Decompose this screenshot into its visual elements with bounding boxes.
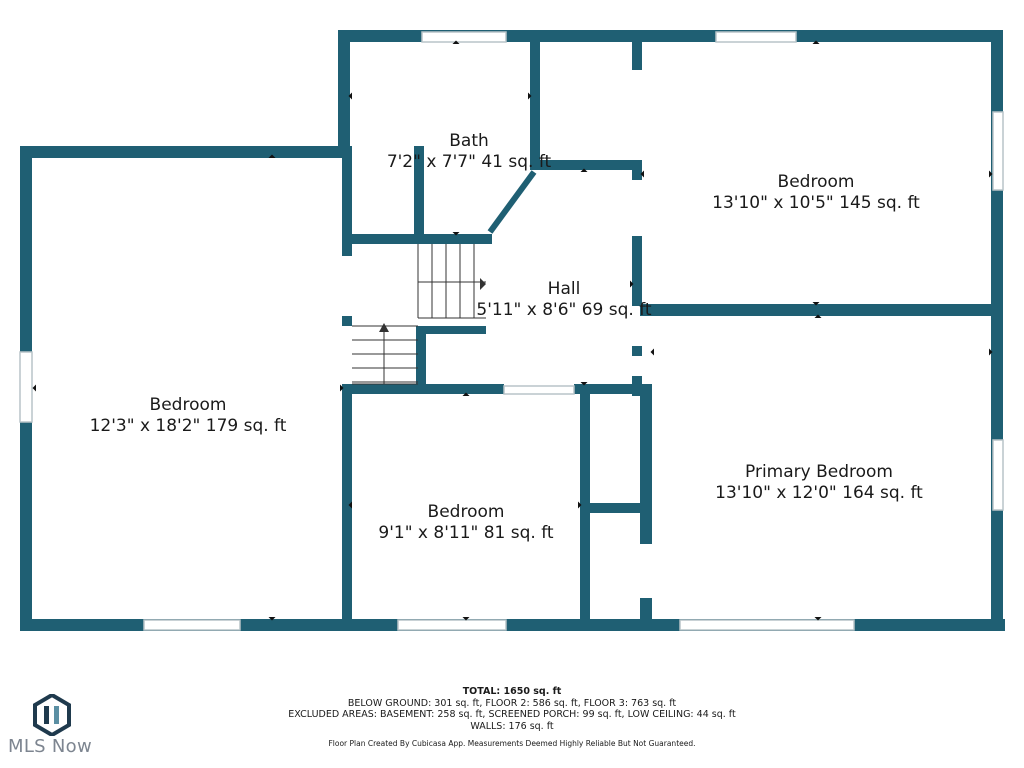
logo-text: MLS Now — [8, 736, 93, 757]
wall-segment — [342, 316, 352, 326]
dimension-marker — [580, 168, 588, 172]
room-name: Bedroom — [428, 502, 505, 522]
wall-segment — [632, 160, 642, 180]
dimension-marker — [580, 382, 588, 386]
dimension-marker — [348, 501, 352, 509]
room-label-bedroom-ne: Bedroom 13'10" x 10'5" 145 sq. ft — [712, 172, 920, 213]
mls-now-logo-icon — [33, 694, 71, 736]
windows — [19, 31, 1004, 631]
wall-segment — [342, 234, 492, 244]
wall-segment — [20, 146, 350, 158]
dimension-marker — [630, 280, 634, 288]
room-name: Hall — [548, 279, 581, 299]
wall-segment — [580, 386, 590, 462]
wall-segment — [632, 236, 642, 306]
dimension-marker — [268, 617, 276, 621]
window — [143, 619, 241, 631]
floor-plan: Bath 7'2" x 7'7" 41 sq. ft Bedroom 13'10… — [19, 30, 1005, 631]
wall-segment — [530, 40, 540, 170]
dimension-marker — [812, 302, 820, 306]
room-name: Bedroom — [778, 172, 855, 192]
dimension-marker — [32, 384, 36, 392]
dimension-marker — [340, 384, 344, 392]
wall-segment — [574, 384, 642, 394]
wall-area: WALLS: 176 sq. ft — [470, 720, 554, 732]
dimension-marker — [462, 392, 470, 396]
window — [715, 31, 797, 43]
dimension-marker — [650, 348, 654, 356]
wall-segment — [416, 326, 426, 390]
room-dimensions: 5'11" x 8'6" 69 sq. ft — [476, 300, 652, 320]
room-dimensions: 13'10" x 12'0" 164 sq. ft — [715, 483, 923, 503]
room-label-bedroom-s: Bedroom 9'1" x 8'11" 81 sq. ft — [378, 502, 554, 543]
wall-segment — [338, 30, 350, 156]
window — [992, 439, 1004, 511]
bath-door-wall — [487, 170, 537, 234]
dimension-marker — [452, 232, 460, 236]
dimension-marker — [578, 501, 582, 509]
dimension-marker — [462, 617, 470, 621]
dimension-marker — [528, 92, 532, 100]
dimension-marker — [814, 617, 822, 621]
wall-segment — [640, 598, 652, 628]
staircase — [352, 244, 486, 385]
wall-segment — [632, 40, 642, 70]
stair-arrow-icon — [480, 278, 486, 290]
window — [19, 351, 33, 423]
floor-areas: BELOW GROUND: 301 sq. ft, FLOOR 2: 586 s… — [347, 697, 677, 709]
mls-now-logo: MLS Now — [8, 694, 108, 760]
window — [421, 31, 507, 43]
wall-segment — [414, 146, 424, 238]
room-dimensions: 9'1" x 8'11" 81 sq. ft — [378, 523, 554, 543]
wall-segment — [640, 384, 652, 544]
dimension-marker — [452, 40, 460, 44]
room-name: Bedroom — [150, 395, 227, 415]
window — [503, 385, 575, 395]
window — [679, 619, 855, 631]
room-label-primary-bedroom: Primary Bedroom 13'10" x 12'0" 164 sq. f… — [715, 462, 923, 503]
dimension-marker — [268, 154, 276, 158]
wall-segment — [342, 386, 352, 626]
room-label-bath: Bath 7'2" x 7'7" 41 sq. ft — [387, 131, 552, 172]
dimension-marker — [812, 40, 820, 44]
wall-segment — [640, 304, 995, 316]
wall-segment — [580, 503, 640, 513]
dimension-marker — [348, 92, 352, 100]
room-name: Primary Bedroom — [745, 462, 893, 482]
dimension-marker — [989, 348, 993, 356]
wall-segment — [342, 146, 352, 256]
window — [397, 619, 507, 631]
dimension-marker — [989, 170, 993, 178]
total-area: TOTAL: 1650 sq. ft — [462, 686, 562, 697]
wall-segment — [416, 326, 486, 334]
credit-line: Floor Plan Created By Cubicasa App. Meas… — [328, 739, 696, 748]
area-summary: TOTAL: 1650 sq. ft BELOW GROUND: 301 sq.… — [0, 686, 1024, 748]
room-label-bedroom-w: Bedroom 12'3" x 18'2" 179 sq. ft — [90, 395, 287, 436]
room-name: Bath — [449, 131, 489, 151]
dimension-marker — [814, 314, 822, 318]
wall-segment — [632, 346, 642, 356]
wall-segment — [342, 384, 504, 394]
dimension-marker — [640, 170, 644, 178]
room-dimensions: 7'2" x 7'7" 41 sq. ft — [387, 152, 552, 172]
room-dimensions: 12'3" x 18'2" 179 sq. ft — [90, 416, 287, 436]
wall-segment — [530, 160, 640, 170]
room-label-hall: Hall 5'11" x 8'6" 69 sq. ft — [476, 279, 652, 320]
room-dimensions: 13'10" x 10'5" 145 sq. ft — [712, 193, 920, 213]
window — [992, 111, 1004, 191]
walls — [20, 30, 1005, 631]
wall-segment — [580, 462, 590, 626]
dimension-markers — [32, 40, 993, 621]
excluded-areas: EXCLUDED AREAS: BASEMENT: 258 sq. ft, SC… — [288, 709, 736, 720]
stair-arrow-icon — [379, 323, 389, 332]
